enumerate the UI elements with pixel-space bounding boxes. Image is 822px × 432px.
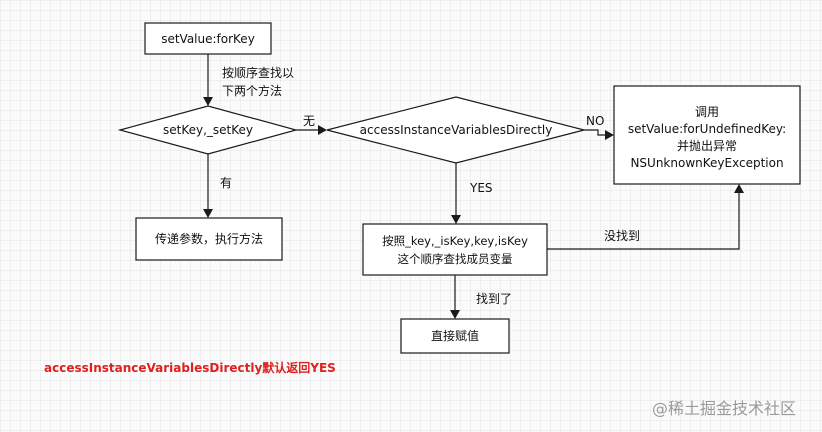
edge-not-found-label: 没找到	[604, 228, 640, 243]
arrowhead-start-to-setkey	[203, 97, 213, 106]
start-node-box	[144, 22, 272, 55]
arrowhead-access-yes	[451, 215, 461, 224]
exception-line-4: NSUnknownKeyException	[630, 156, 783, 170]
search-members-line-2: 这个顺序查找成员变量	[398, 252, 513, 266]
edge-none-label: 无	[303, 114, 315, 128]
arrowhead-setkey-to-access	[318, 125, 327, 135]
call-method-label: 传递参数，执行方法	[155, 231, 263, 246]
arrowhead-access-no	[605, 130, 614, 140]
edge-access-no-to-exception	[584, 129, 606, 136]
arrowhead-not-found	[734, 184, 744, 193]
arrowhead-found	[450, 310, 460, 319]
edge-yes-found-label: 有	[220, 176, 232, 190]
start-node-label: setValue:forKey	[161, 32, 255, 46]
exception-node-box	[613, 85, 801, 185]
exception-line-1: 调用	[695, 105, 719, 119]
watermark: @稀土掘金技术社区	[652, 399, 796, 418]
exception-line-3: 并抛出异常	[677, 138, 737, 153]
search-members-line-1: 按照_key,_isKey,key,isKey	[382, 234, 528, 248]
exception-line-2: setValue:forUndefinedKey:	[628, 122, 786, 136]
decision-setkey-label: setKey,_setKey	[163, 123, 253, 137]
edge-yes-label: YES	[469, 181, 493, 195]
search-members-node-box	[362, 223, 548, 276]
default-yes-note: accessInstanceVariablesDirectly默认返回YES	[44, 360, 336, 375]
assign-label: 直接赋值	[431, 328, 479, 343]
edge-search-not-found-to-exception	[547, 192, 740, 250]
decision-access-label: accessInstanceVariablesDirectly	[360, 123, 553, 137]
edge-no-label: NO	[586, 114, 604, 128]
arrowhead-setkey-to-call	[203, 209, 213, 218]
edge-start-label-line-1: 按顺序查找以	[222, 65, 294, 80]
edge-start-label-line-2: 下两个方法	[222, 83, 282, 98]
call-method-node-box	[135, 217, 283, 261]
edge-found-label: 找到了	[476, 292, 512, 306]
